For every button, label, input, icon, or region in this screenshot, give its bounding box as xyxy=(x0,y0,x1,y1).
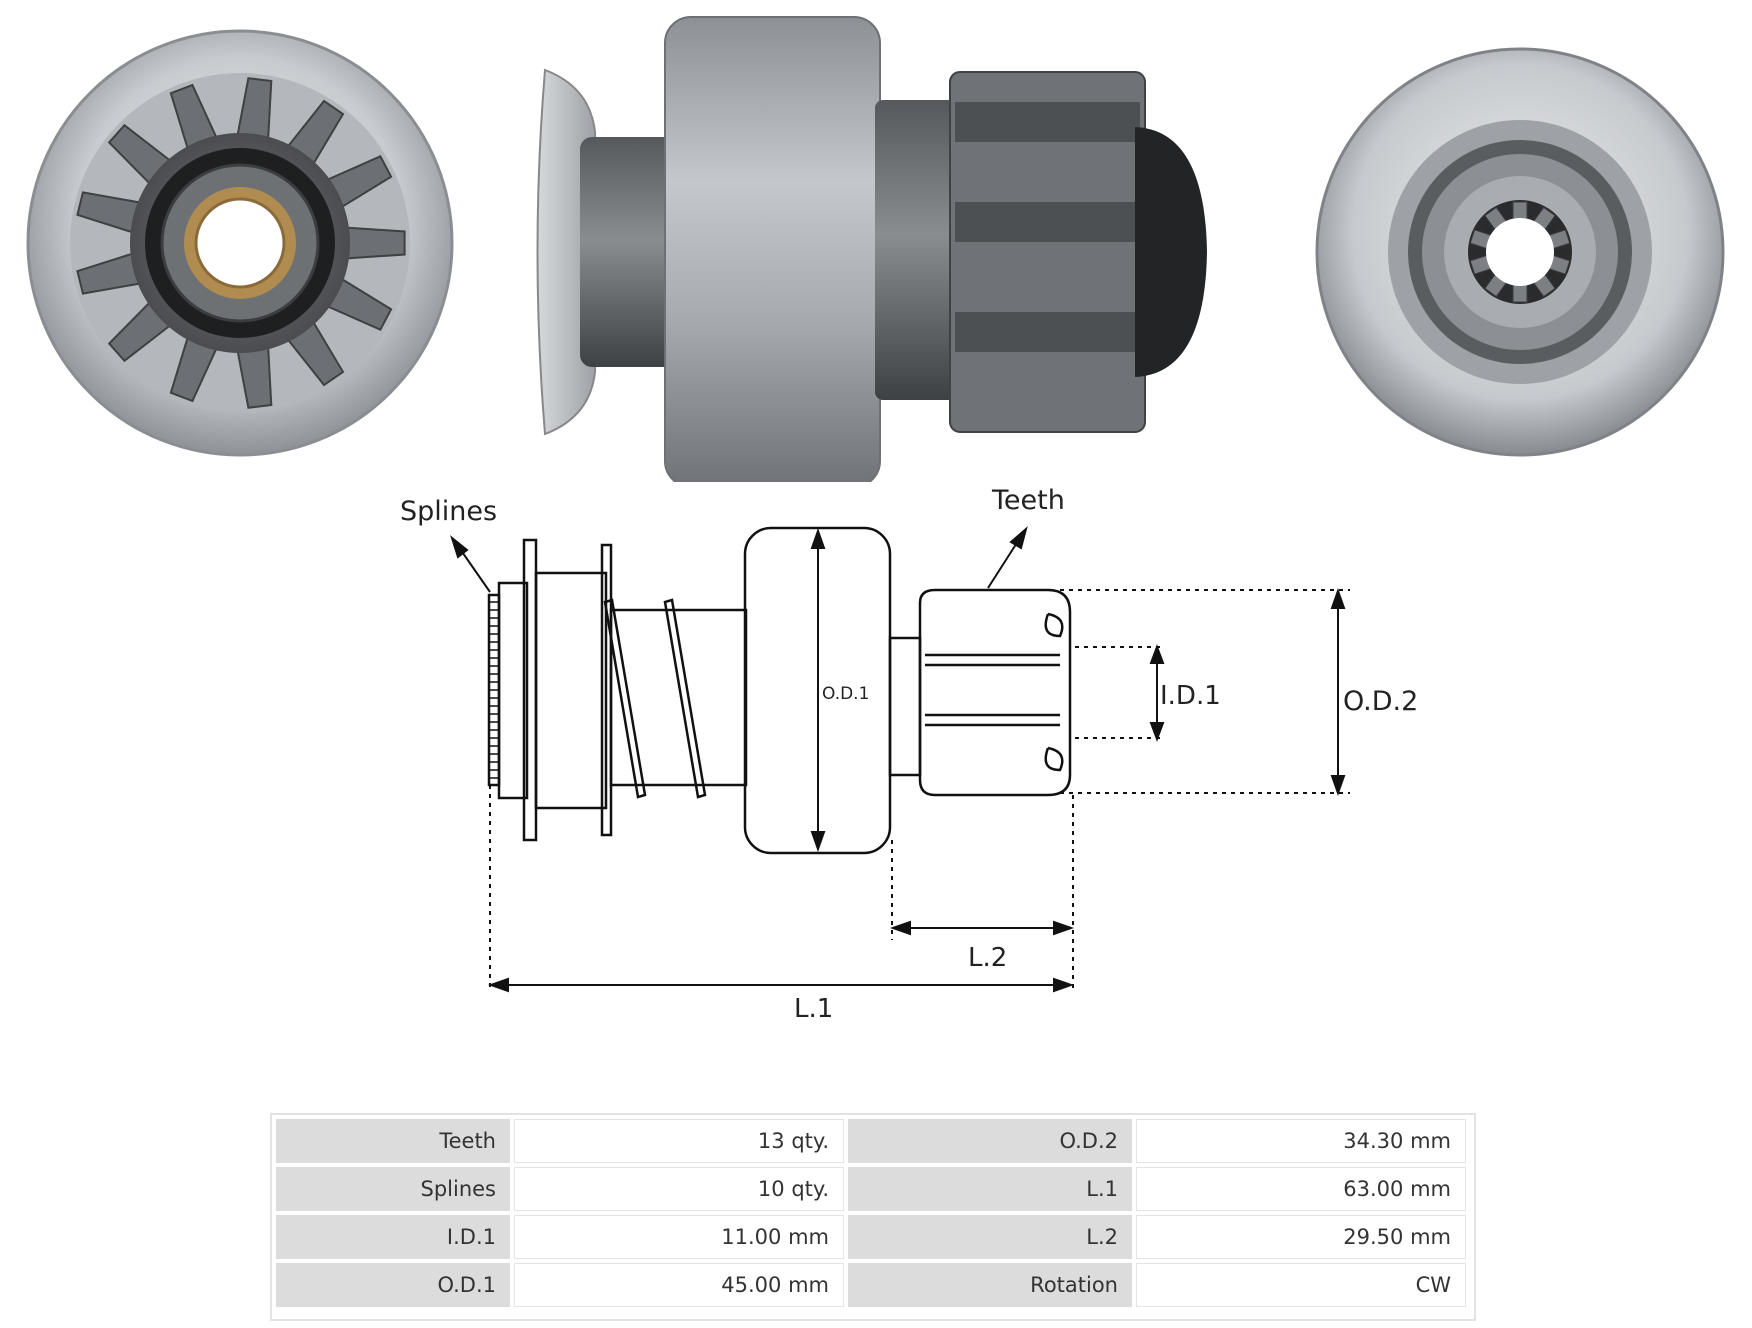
spec-value: 63.00 mm xyxy=(1136,1167,1466,1211)
spec-key: Rotation xyxy=(848,1263,1132,1307)
spec-value: 45.00 mm xyxy=(514,1263,844,1307)
spec-key: I.D.1 xyxy=(276,1215,510,1259)
spring-coil xyxy=(603,598,647,799)
side-view-photo xyxy=(536,16,1207,482)
pinion-tooth xyxy=(955,202,1140,242)
label-l1: L.1 xyxy=(794,994,833,1024)
spec-value: CW xyxy=(1136,1263,1466,1307)
spec-value: 11.00 mm xyxy=(514,1215,844,1259)
table-row: Splines 10 qty. L.1 63.00 mm xyxy=(276,1167,1466,1211)
label-id1: I.D.1 xyxy=(1160,681,1221,711)
spec-key: L.2 xyxy=(848,1215,1132,1259)
label-od1: O.D.1 xyxy=(822,684,869,704)
label-od2: O.D.2 xyxy=(1343,686,1418,717)
table-row: O.D.1 45.00 mm Rotation CW xyxy=(276,1263,1466,1307)
dimension-diagram: Splines Teeth O.D.1 I.D.1 O.D.2 L.2 L.1 xyxy=(400,485,1418,1024)
label-splines: Splines xyxy=(400,496,497,527)
left-end-photo xyxy=(26,29,454,457)
pinion-tooth xyxy=(955,312,1140,352)
spec-key: O.D.1 xyxy=(276,1263,510,1307)
pinion xyxy=(918,588,1072,797)
spec-key: O.D.2 xyxy=(848,1119,1132,1163)
spec-value: 29.50 mm xyxy=(1136,1215,1466,1259)
spec-key: Splines xyxy=(276,1167,510,1211)
table-row: Teeth 13 qty. O.D.2 34.30 mm xyxy=(276,1119,1466,1163)
spec-value: 10 qty. xyxy=(514,1167,844,1211)
table-row: I.D.1 11.00 mm L.2 29.50 mm xyxy=(276,1215,1466,1259)
right-end-photo xyxy=(1315,47,1725,457)
spec-table: Teeth 13 qty. O.D.2 34.30 mm Splines 10 … xyxy=(272,1115,1470,1311)
pinion-tooth xyxy=(955,102,1140,142)
label-l2: L.2 xyxy=(968,943,1007,973)
spec-key: L.1 xyxy=(848,1167,1132,1211)
spec-value: 34.30 mm xyxy=(1136,1119,1466,1163)
spec-key: Teeth xyxy=(276,1119,510,1163)
label-teeth: Teeth xyxy=(991,485,1065,516)
spec-value: 13 qty. xyxy=(514,1119,844,1163)
